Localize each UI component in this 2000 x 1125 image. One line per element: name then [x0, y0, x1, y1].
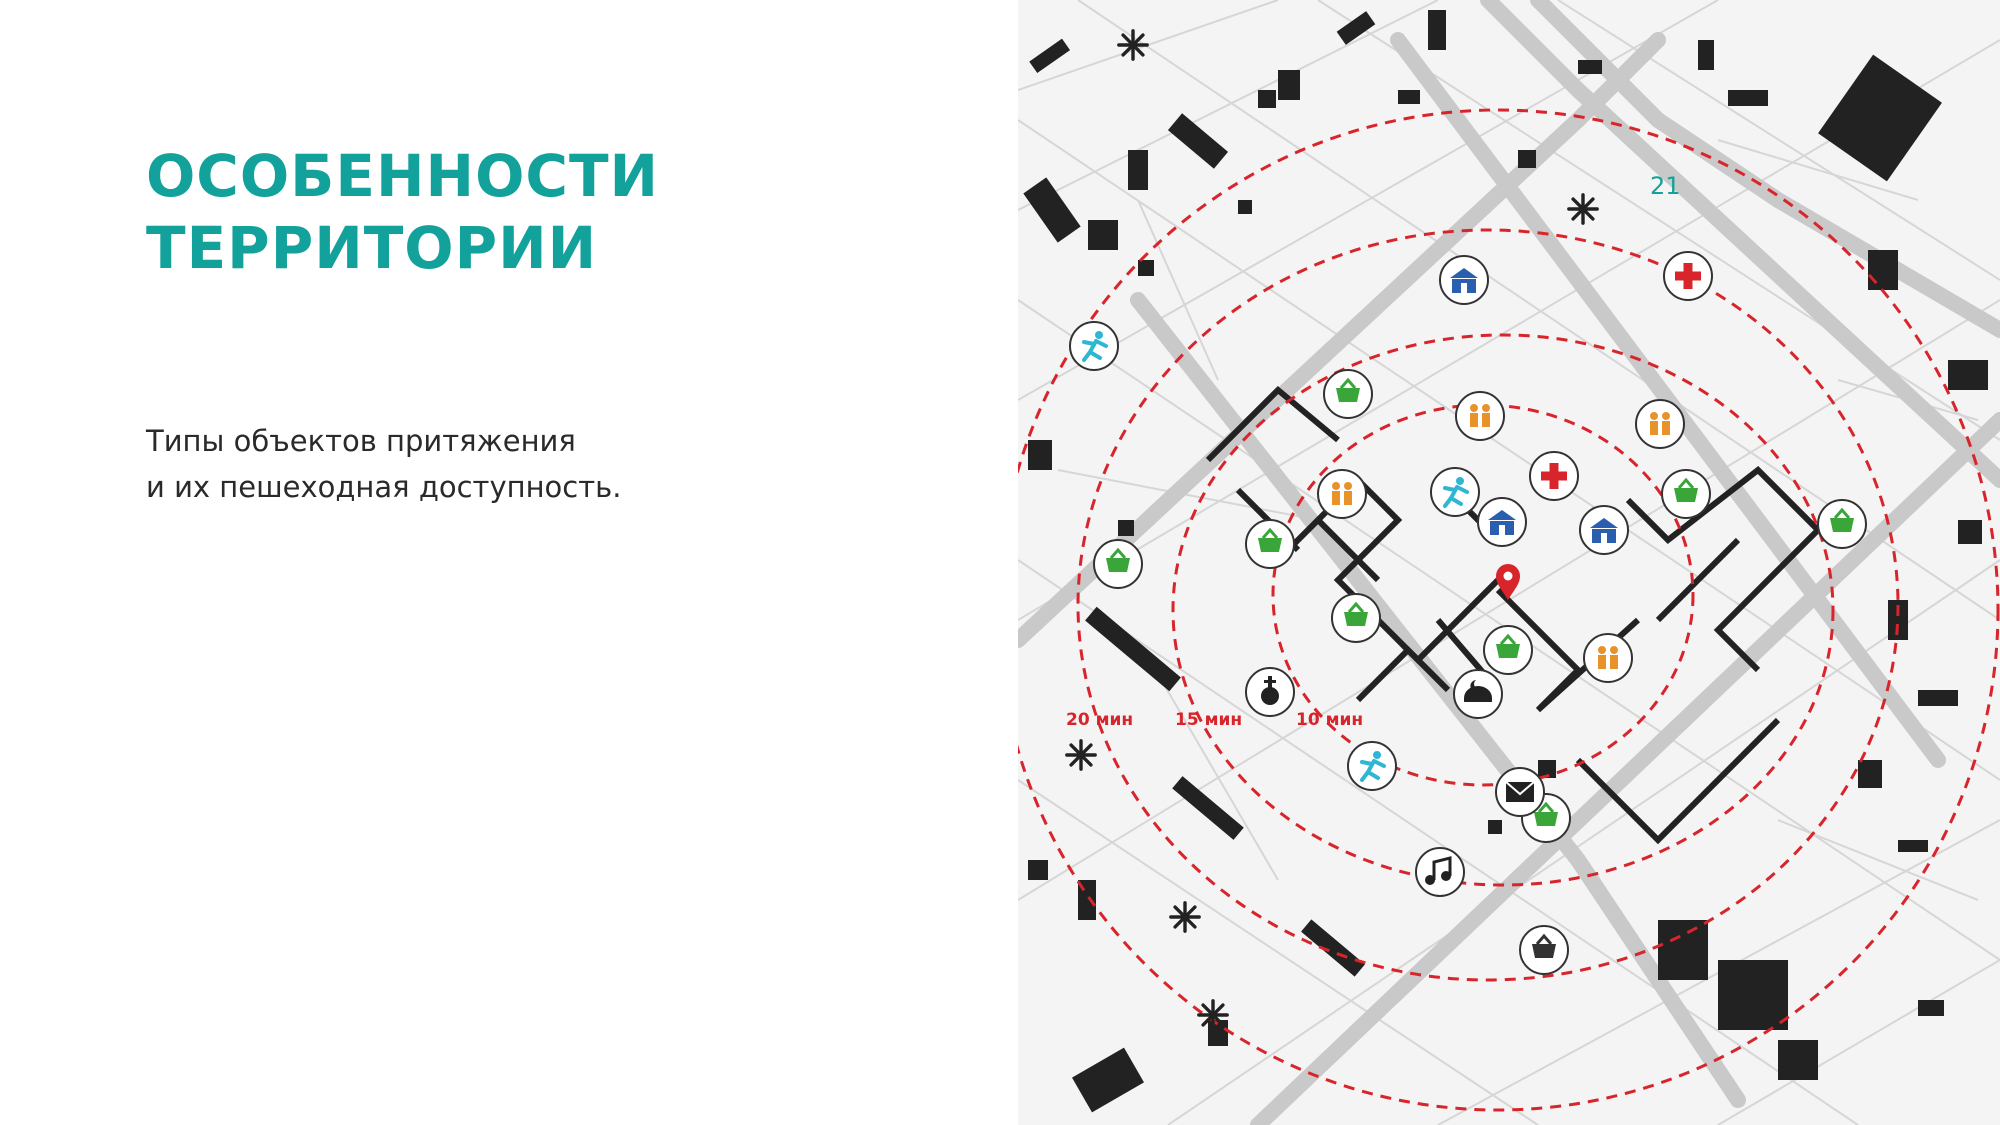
mail-icon [1495, 767, 1545, 817]
ring-20-min [1076, 228, 1900, 982]
child-icon [1583, 633, 1633, 683]
child-icon [1635, 399, 1685, 449]
mosque-icon [1453, 669, 1503, 719]
page-subtitle: Типы объектов притяжения и их пешеходная… [146, 418, 621, 510]
location-pin-icon [1496, 564, 1520, 600]
map-svg: 20 мин 15 мин 10 мин [1018, 0, 2000, 1125]
walkability-map: 20 мин 15 мин 10 мин [1018, 0, 2000, 1125]
poi-markers [1069, 251, 1867, 975]
page-title: ОСОБЕННОСТИ ТЕРРИТОРИИ [146, 140, 659, 284]
ring-outer [1018, 108, 2000, 1112]
title-line-2: ТЕРРИТОРИИ [146, 214, 598, 282]
shop-icon [1483, 625, 1533, 675]
shop-icon [1817, 499, 1867, 549]
building-blocks [1023, 10, 1988, 1113]
subtitle-line-2: и их пешеходная доступность. [146, 470, 622, 504]
child-icon [1455, 391, 1505, 441]
title-line-1: ОСОБЕННОСТИ [146, 142, 660, 210]
ring-10-min [1271, 403, 1695, 787]
school-icon [1439, 255, 1489, 305]
medical-icon [1663, 251, 1713, 301]
snowflake-icon [1065, 739, 1097, 771]
shop-icon [1323, 369, 1373, 419]
school-icon [1579, 505, 1629, 555]
ring-labels: 20 мин 15 мин 10 мин [1066, 710, 1363, 730]
sport-icon [1430, 467, 1480, 517]
snowflake-icon [1197, 999, 1229, 1031]
ring-label-15: 15 мин [1175, 710, 1242, 730]
shop-icon [1245, 519, 1295, 569]
ring-15-min [1171, 333, 1835, 887]
sport-icon [1069, 321, 1119, 371]
main-roads [1018, 0, 2000, 1125]
ring-label-20: 20 мин [1066, 710, 1133, 730]
walking-distance-rings [1018, 108, 2000, 1112]
shop-icon [1519, 925, 1569, 975]
snowflake-icon [1169, 901, 1201, 933]
child-icon [1317, 469, 1367, 519]
church-icon [1245, 667, 1295, 717]
snowflake-icon [1567, 193, 1599, 225]
shop-icon [1093, 539, 1143, 589]
shop-icon [1331, 593, 1381, 643]
snowflake-icon [1117, 29, 1149, 61]
ring-label-10: 10 мин [1296, 710, 1363, 730]
page-number: 21 [1650, 172, 1681, 200]
shop-icon [1661, 469, 1711, 519]
music-icon [1415, 847, 1465, 897]
school-icon [1477, 497, 1527, 547]
medical-icon [1529, 451, 1579, 501]
subtitle-line-1: Типы объектов притяжения [146, 424, 576, 458]
sport-icon [1347, 741, 1397, 791]
